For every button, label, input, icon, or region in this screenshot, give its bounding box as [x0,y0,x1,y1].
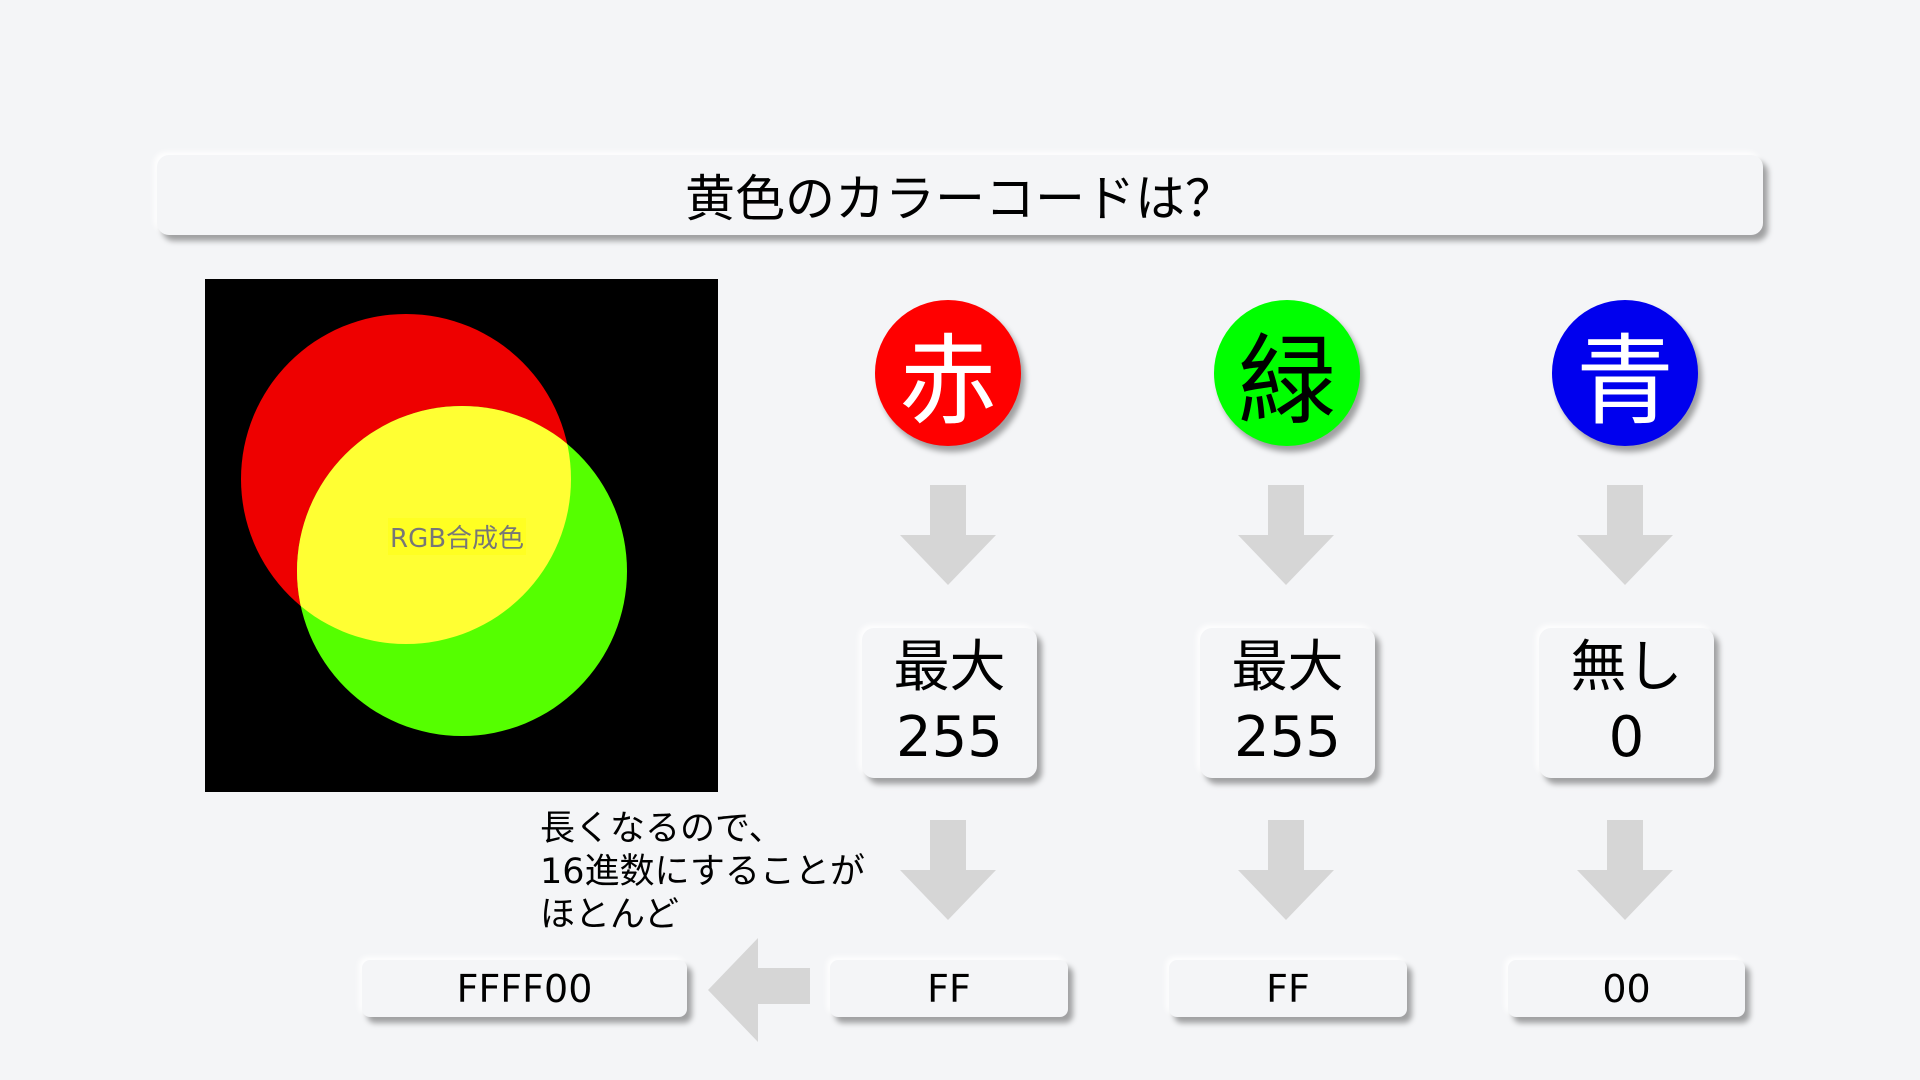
note-line: 長くなるので、 [540,809,784,849]
arrow-left-icon [708,938,810,1042]
red-hex: FF [927,966,971,1011]
note-line: ほとんど [540,895,679,935]
red-value: 255 [896,705,1003,770]
blue-hex: 00 [1602,966,1651,1011]
title-bar: 黄色のカラーコードは？ [157,155,1763,235]
red-label: 赤 [898,325,997,439]
green-circle: 緑 [1214,300,1360,446]
green-value-box: 最大 255 [1200,628,1375,778]
hex-note: 長くなるので、 16進数にすることが ほとんど [540,808,865,937]
arrow-down-icon [1238,485,1334,585]
green-label: 緑 [1237,325,1336,439]
arrow-down-icon [900,820,996,920]
arrow-down-icon [1238,820,1334,920]
green-hex: FF [1266,966,1310,1011]
red-level: 最大 [893,635,1006,700]
arrow-down-icon [1577,485,1673,585]
rgb-label: RGB合成色 [388,518,527,555]
red-circle: 赤 [875,300,1021,446]
note-line: 16進数にすることが [540,852,865,892]
blue-label: 青 [1575,325,1674,439]
blue-circle: 青 [1552,300,1698,446]
result-hex-box: FFFF00 [362,960,687,1017]
green-level: 最大 [1231,635,1344,700]
page-title: 黄色のカラーコードは？ [685,170,1235,228]
green-hex-box: FF [1169,960,1407,1017]
blue-value: 0 [1608,705,1645,770]
rgb-mixing-image [205,279,718,792]
green-value: 255 [1234,705,1341,770]
blue-hex-box: 00 [1508,960,1745,1017]
blue-level: 無し [1570,635,1683,700]
red-hex-box: FF [830,960,1068,1017]
result-hex: FFFF00 [456,966,593,1011]
arrow-down-icon [1577,820,1673,920]
arrow-down-icon [900,485,996,585]
yellow-overlap [241,314,571,644]
red-value-box: 最大 255 [862,628,1037,778]
blue-value-box: 無し 0 [1539,628,1714,778]
